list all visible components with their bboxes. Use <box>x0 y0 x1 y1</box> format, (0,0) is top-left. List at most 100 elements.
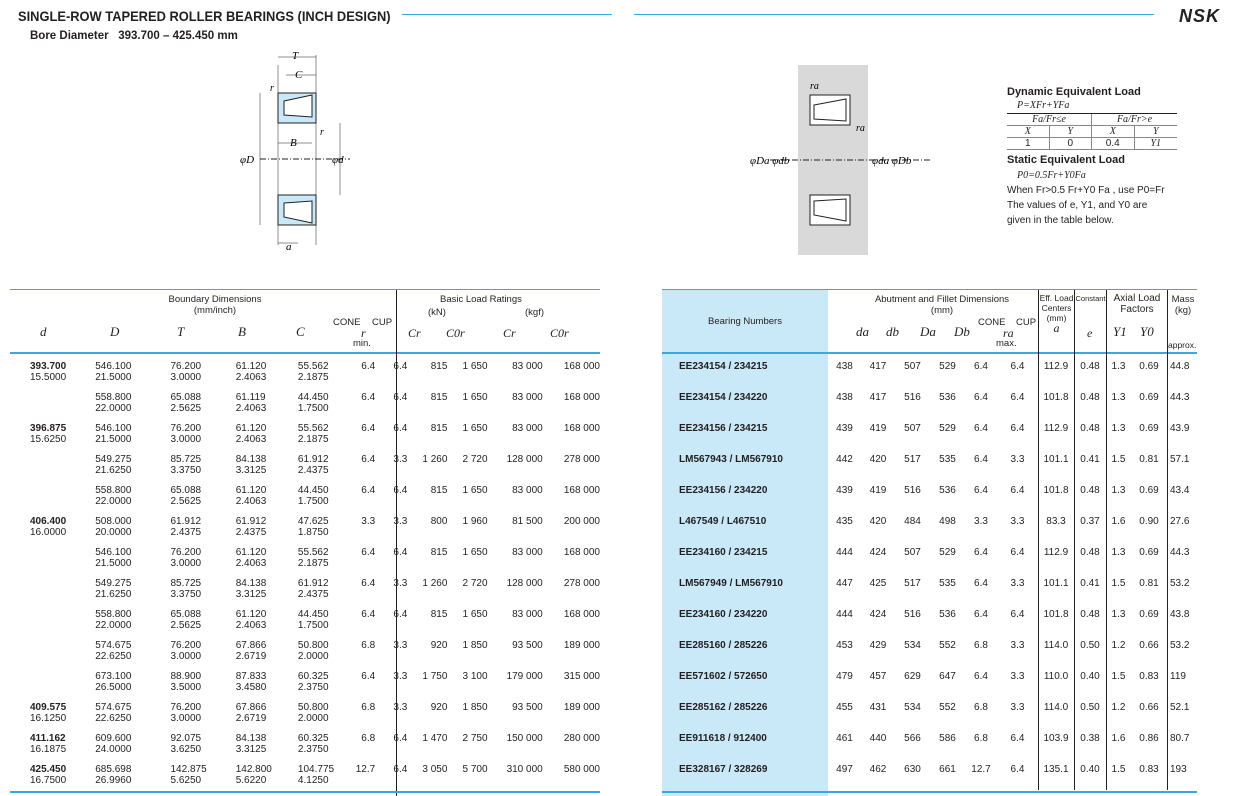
value-y0: 0.83 <box>1139 764 1159 775</box>
bearing-number: LM567943 / LM567910 <box>679 454 783 465</box>
equivalent-load-box: Dynamic Equivalent Load P=XFr+YFa Fa/Fr≤… <box>1007 86 1177 228</box>
bore-d-inch: 16.1250 <box>30 713 67 724</box>
dim-D-inch: 20.0000 <box>95 527 132 538</box>
value-rcone: 6.4 <box>974 423 988 434</box>
cr-kn: 920 <box>430 640 448 651</box>
cr-kn: 815 <box>430 392 448 403</box>
value-da: 438 <box>836 392 853 403</box>
dim-D-mm: 609.600 <box>95 733 132 744</box>
bore-range: 393.700 – 425.450 mm <box>118 30 238 42</box>
value-e: 0.48 <box>1080 609 1100 620</box>
bearing-number: EE234154 / 234220 <box>679 392 768 403</box>
bore-d <box>10 663 85 694</box>
value-a: 83.3 <box>1046 516 1066 527</box>
dim-D-inch: 26.9960 <box>95 775 132 786</box>
cr-kn: 800 <box>430 516 448 527</box>
static-load-title: Static Equivalent Load <box>1007 154 1125 166</box>
unit-kn: (kN) <box>428 307 446 318</box>
dim-B-mm: 61.120 <box>235 609 267 620</box>
value-Da: 507 <box>904 547 921 558</box>
x-label: X <box>1092 126 1135 138</box>
bearing-number: EE234160 / 234215 <box>679 547 768 558</box>
page-title: SINGLE-ROW TAPERED ROLLER BEARINGS (INCH… <box>18 8 391 24</box>
bore-diameter: Bore Diameter 393.700 – 425.450 mm <box>30 30 238 42</box>
value-y0: 0.83 <box>1139 671 1159 682</box>
value-Da: 516 <box>904 609 921 620</box>
cr-kn: 3 050 <box>422 764 448 775</box>
mass: 193 <box>1170 764 1187 775</box>
dim-D-inch: 26.5000 <box>95 682 132 693</box>
dim-T-inch: 3.3750 <box>170 465 202 476</box>
dim-D-mm: 558.800 <box>95 485 132 496</box>
value-db: 457 <box>869 671 887 682</box>
dim-C-mm: 47.625 <box>297 516 329 527</box>
value-rcone: 12.7 <box>971 764 991 775</box>
r-cone: 6.8 <box>361 702 376 713</box>
mass: 44.3 <box>1170 547 1190 558</box>
c0r-kgf: 168 000 <box>563 423 600 434</box>
c0r-kgf: 280 000 <box>563 733 600 744</box>
dim-T-mm: 142.875 <box>170 764 207 775</box>
svg-text:r: r <box>270 83 274 94</box>
dim-D-inch: 21.5000 <box>95 372 132 383</box>
col-C: C <box>296 324 305 339</box>
value-rcup: 6.4 <box>1010 423 1025 434</box>
dim-T-mm: 76.200 <box>170 702 202 713</box>
c0r-kgf: 189 000 <box>563 702 600 713</box>
value-Db: 536 <box>939 392 956 403</box>
value-rcone: 6.4 <box>974 578 988 589</box>
c0r-kn: 1 850 <box>462 702 488 713</box>
abutment-diagram: ra ra φDa φdb φda φDb <box>750 65 930 255</box>
c0r-kn: 2 720 <box>462 454 488 465</box>
value-a: 114.0 <box>1043 702 1069 713</box>
col-cone: CONE <box>333 317 361 328</box>
dim-B-inch: 3.3125 <box>235 589 267 600</box>
x-label: X <box>1007 126 1050 138</box>
bore-d-mm: 409.575 <box>30 702 67 713</box>
value-db: 462 <box>869 764 887 775</box>
dim-D-mm: 549.275 <box>95 454 132 465</box>
dim-B-inch: 2.4063 <box>235 403 267 414</box>
value-e: 0.41 <box>1080 578 1100 589</box>
boundary-dimensions-header: Boundary Dimensions(mm/inch) <box>120 294 310 316</box>
dim-B-inch: 2.4063 <box>235 434 267 445</box>
dim-D-mm: 546.100 <box>95 547 132 558</box>
y-value: Y1 <box>1150 138 1162 149</box>
r-cone: 3.3 <box>361 516 376 527</box>
value-da: 453 <box>836 640 853 651</box>
c0r-kn: 1 650 <box>462 361 488 372</box>
dim-D-inch: 22.0000 <box>95 620 132 631</box>
value-y1: 1.2 <box>1111 640 1126 651</box>
dim-B-mm: 61.119 <box>235 392 266 403</box>
r-cup: 3.3 <box>393 454 408 465</box>
bore-d-inch: 15.5000 <box>30 372 67 383</box>
dim-D-inch: 22.6250 <box>95 713 132 724</box>
bore-d-inch: 15.6250 <box>30 434 67 445</box>
cr-kgf: 83 000 <box>512 423 543 434</box>
dim-C-mm: 50.800 <box>297 640 329 651</box>
value-rcup: 6.4 <box>1010 485 1025 496</box>
bearing-number: EE571602 / 572650 <box>679 671 768 682</box>
value-Db: 661 <box>939 764 956 775</box>
